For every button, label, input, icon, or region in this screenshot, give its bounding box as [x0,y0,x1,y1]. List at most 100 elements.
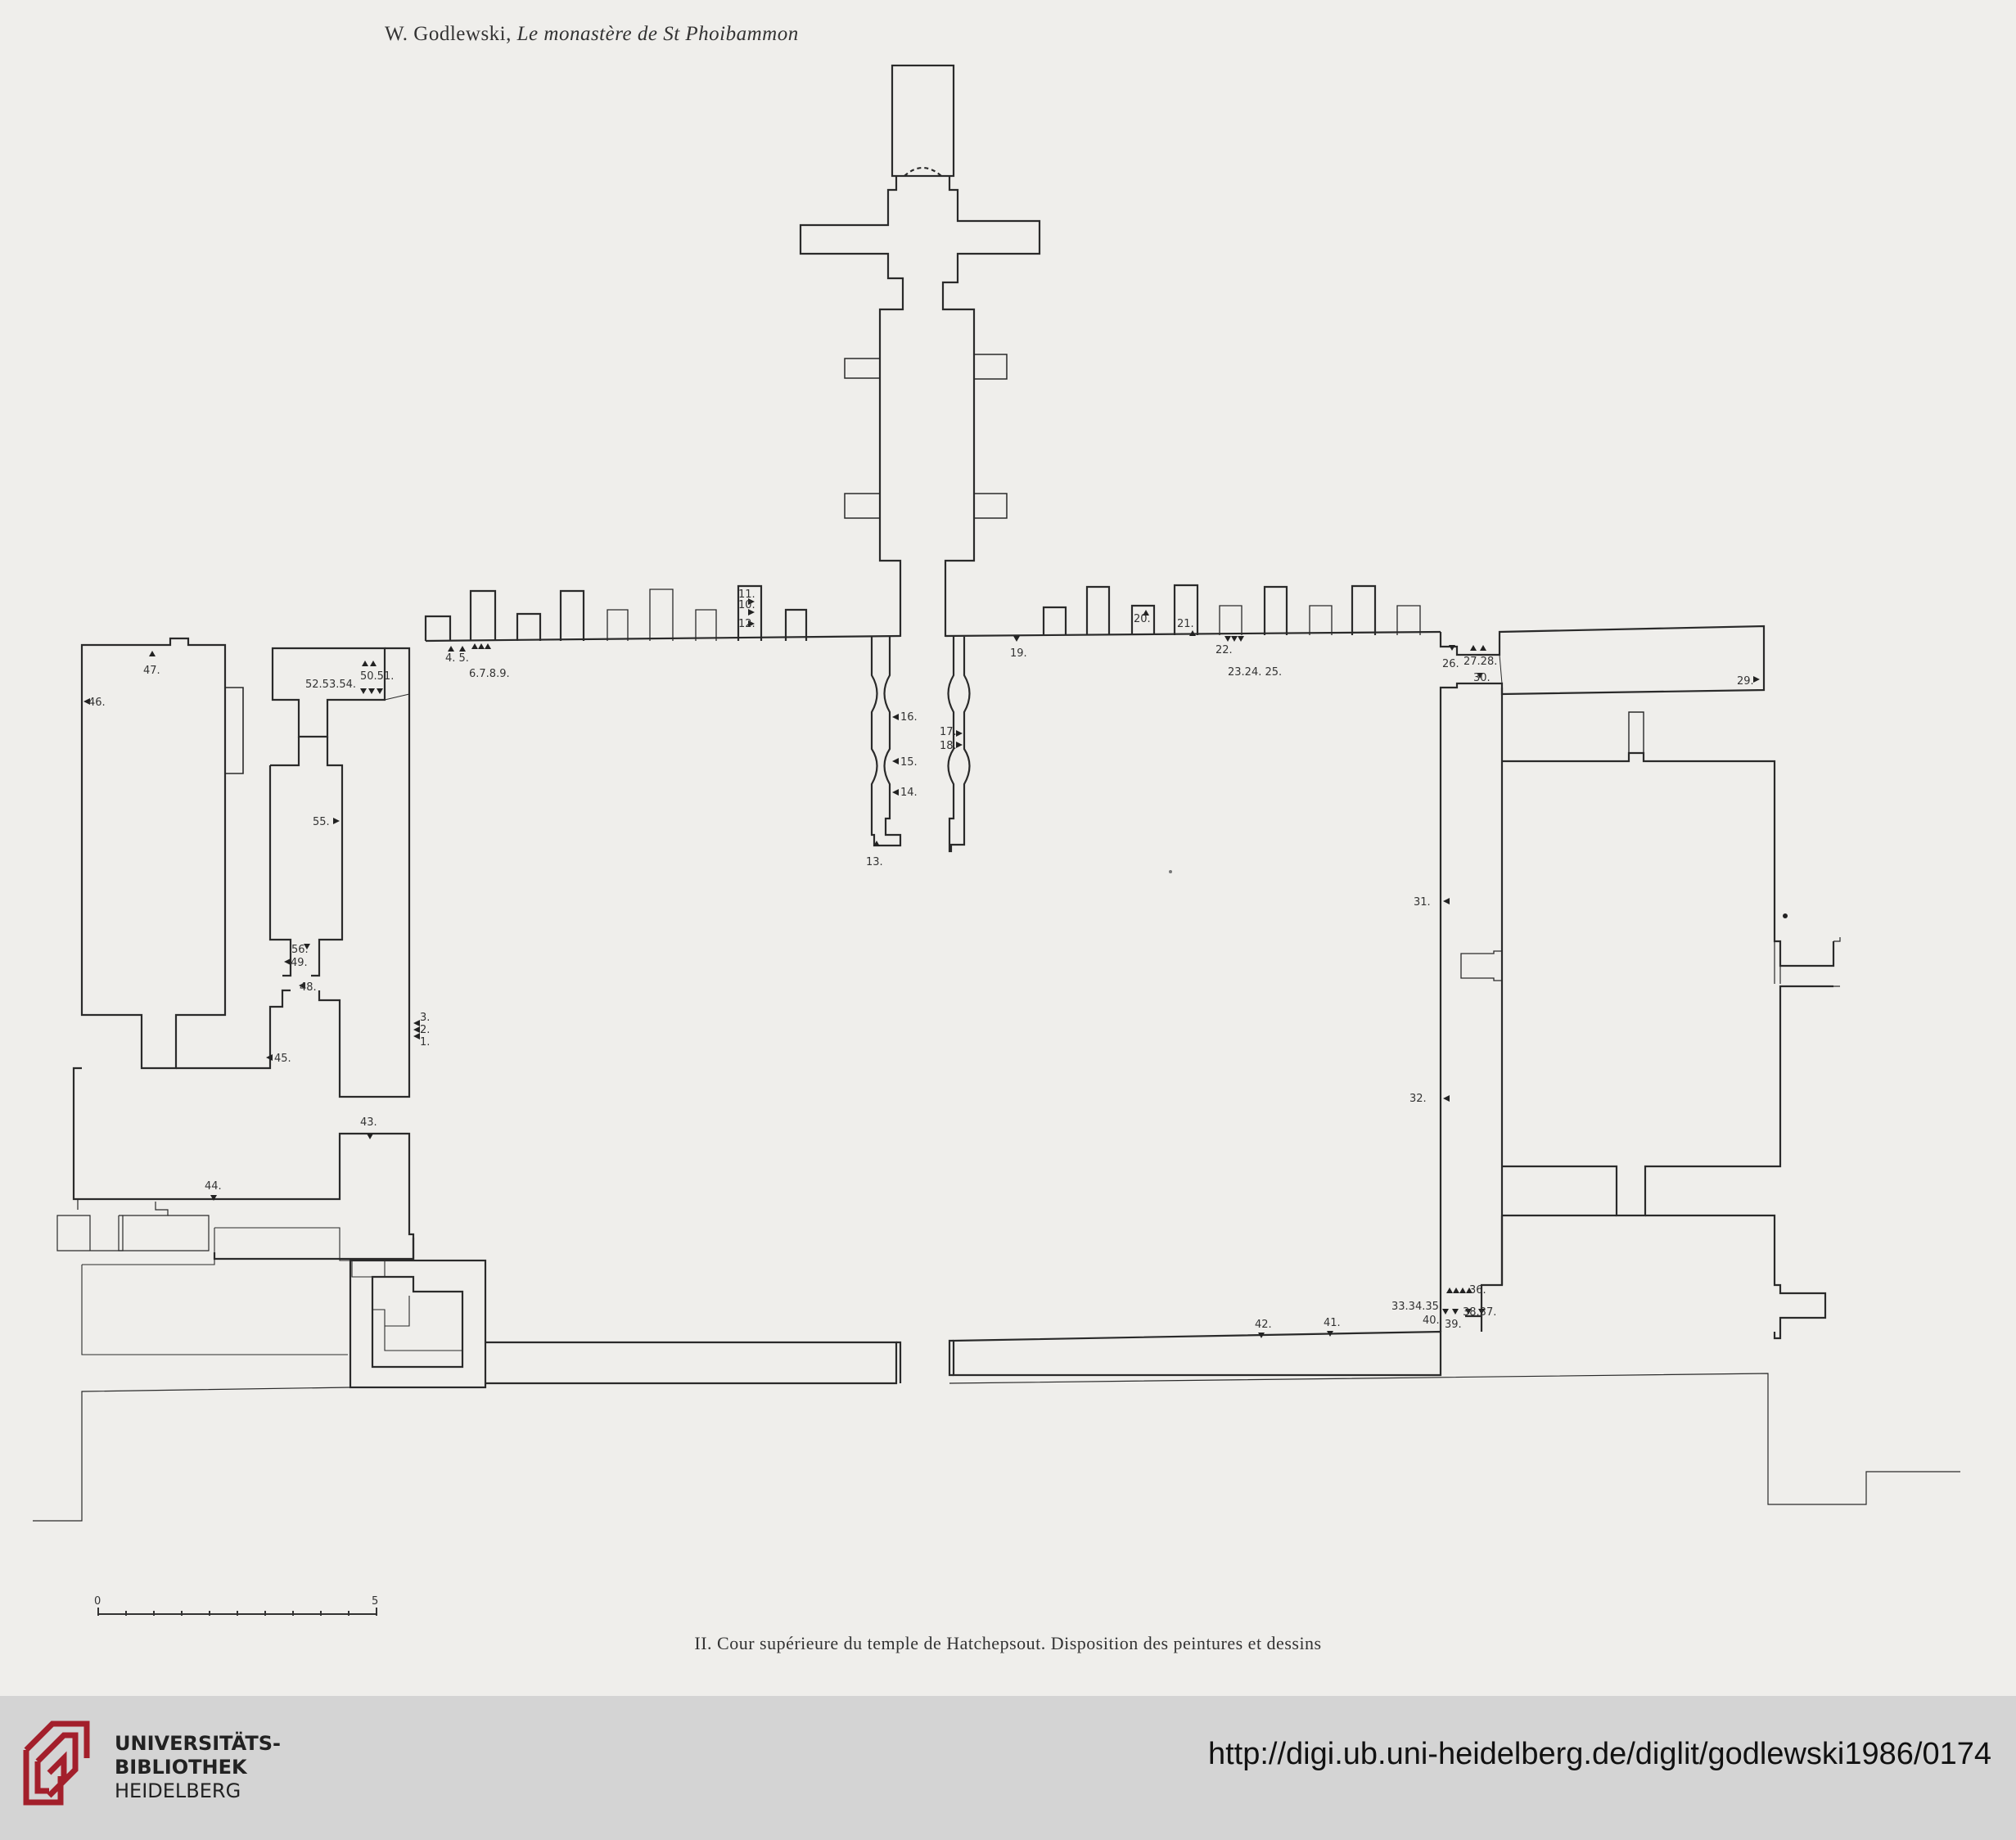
label-17: 17. [940,726,957,738]
south-outline-east [949,1373,1960,1505]
marker-50-51 [362,661,377,666]
label-21: 21. [1177,618,1194,630]
marker-27-28 [1470,645,1486,651]
header-author: W. Godlewski, [385,23,512,45]
marker-47 [149,651,156,656]
passage-east [947,637,971,853]
marker-13 [873,841,880,846]
marker-32 [1443,1095,1450,1102]
south-outline-west [33,1387,351,1522]
north-wall-west [425,634,901,643]
label-40: 40. [1423,1315,1440,1327]
west-room-niche [225,687,244,774]
scanned-page: W. Godlewski, Le monastère de St Phoibam… [33,23,1960,1653]
dot-mark-1 [1783,913,1788,918]
label-11: 11. [738,589,755,601]
marker-22-25 [1224,636,1244,642]
niche-n16 [1309,605,1333,635]
label-22: 22. [1215,644,1233,656]
niche-n13 [1173,584,1199,635]
painting-markers [83,598,1760,1338]
scale-start: 0 [94,1595,101,1608]
label-20: 20. [1134,613,1151,625]
room-44-annex [56,1199,169,1251]
east-hall [1502,751,1835,1217]
label-36: 36. [1469,1284,1486,1297]
niche-n3 [516,612,542,641]
inner-chamber [891,64,955,178]
label-55: 55. [313,816,330,828]
sw-tower-detail [372,1296,462,1351]
label-18: 18. [940,740,957,752]
label-27-28: 27.28. [1464,656,1497,668]
marker-2 [413,1026,420,1033]
niche-n9 [784,608,808,641]
marker-20 [1143,610,1149,616]
marker-56 [304,944,310,949]
painting-labels: 1. 2. 3. 4. 5. 6.7.8.9. 10. 11. 12. 13. … [88,589,1754,1331]
marker-41 [1327,1331,1333,1337]
east-hall-door-marks [1833,937,1841,987]
room-44 [72,1067,415,1260]
label-39: 39. [1445,1319,1462,1331]
dot-mark-2 [1169,870,1172,873]
label-50-51: 50.51. [360,670,394,683]
east-corridor [1439,625,1766,1332]
marker-37-40 [1442,1309,1485,1315]
east-corridor-divider [1499,654,1503,684]
university-library-logo-icon [23,1720,90,1806]
marker-14 [892,789,899,796]
label-46: 46. [88,697,106,709]
label-2: 2. [420,1024,430,1036]
marker-46 [83,698,90,705]
library-name: UNIVERSITÄTS- BIBLIOTHEK HEIDELBERG [115,1732,281,1803]
label-23-25: 23.24. 25. [1228,666,1282,679]
marker-19 [1013,636,1020,642]
sanctuary [799,64,1041,637]
scale-ruler [97,1608,377,1616]
label-15: 15. [900,756,918,769]
label-30: 30. [1473,672,1491,684]
temple-floor-plan: 1. 2. 3. 4. 5. 6.7.8.9. 10. 11. 12. 13. … [33,64,1960,1616]
label-42: 42. [1255,1319,1272,1331]
label-45: 45. [274,1053,291,1065]
scale-end: 5 [372,1595,378,1608]
south-east-room [1502,1214,1827,1340]
corridor-west [318,647,411,1098]
doorway-arc [904,166,942,177]
label-29: 29. [1737,675,1754,688]
marker-5 [459,646,466,652]
south-wall-end-w [896,1341,902,1383]
label-56: 56. [291,944,309,956]
label-14: 14. [900,787,918,799]
label-33-35: 33.34.35. [1391,1301,1442,1313]
label-47: 47. [143,665,160,677]
label-1: 1. [420,1036,430,1049]
sanctuary-west-wall [799,176,904,637]
niche-n17 [1351,584,1377,635]
header-title: Le monastère de St Phoibammon [516,23,799,45]
scale-bar: 0 5 [94,1595,378,1616]
library-name-line1: UNIVERSITÄTS- [115,1732,282,1755]
label-31: 31. [1414,896,1431,909]
marker-49 [284,958,291,965]
sanctuary-east-wall [941,176,1041,637]
niche-n8 [737,584,763,641]
label-13: 13. [866,856,883,868]
label-6-9: 6.7.8.9. [469,668,510,680]
niche-e2 [974,493,1008,519]
niche-n4 [559,589,585,641]
east-hall-west-niche [1460,950,1502,981]
marker-16 [892,714,899,720]
marker-21 [1189,630,1196,636]
label-19: 19. [1010,647,1027,660]
marker-15 [892,758,899,764]
south-wall-east [952,1330,1442,1377]
label-10: 10. [738,599,755,611]
sw-tower-inner [371,1275,464,1369]
permalink-url[interactable]: http://digi.ub.uni-heidelberg.de/diglit/… [1207,1737,1991,1771]
running-header: W. Godlewski, Le monastère de St Phoibam… [385,23,799,46]
label-38-37: 38.37. [1463,1306,1496,1319]
marker-52-54 [360,688,383,694]
niche-n2 [469,589,497,641]
